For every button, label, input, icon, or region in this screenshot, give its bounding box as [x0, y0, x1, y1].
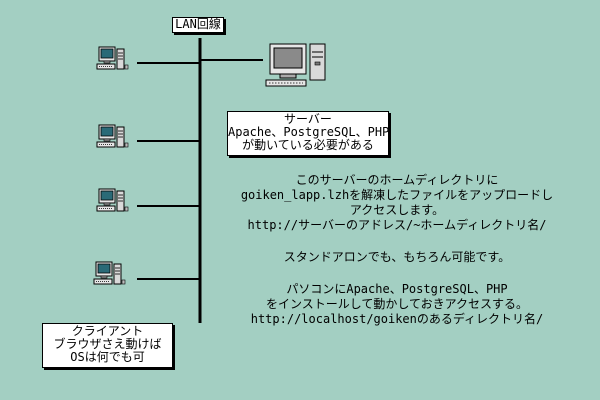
- client-box: クライアント ブラウザさえ動けば OSは何でも可: [42, 323, 173, 368]
- standalone-note: スタンドアロンでも、もちろん可能です。: [283, 250, 511, 264]
- server-title: サーバー: [284, 112, 332, 126]
- client-requirement-line: ブラウザさえ動けば: [53, 337, 162, 351]
- server-requirement-line: Apache、PostgreSQL、PHP: [228, 125, 389, 139]
- client-computer-icon: [96, 46, 129, 70]
- server-computer-icon: [265, 43, 326, 87]
- server-requirement-line: が動いている必要がある: [242, 138, 374, 152]
- description-line: アクセスします。: [349, 203, 445, 217]
- server-box: サーバー Apache、PostgreSQL、PHP が動いている必要がある: [227, 111, 389, 156]
- description-line: goiken_lapp.lzhを解凍したファイルをアップロードし: [240, 188, 554, 202]
- description-line: パソコンにApache、PostgreSQL、PHP: [286, 282, 508, 296]
- server-url: http://サーバーのアドレス/~ホームディレクトリ名/: [247, 218, 547, 232]
- client-computer-icon: [96, 124, 129, 148]
- client-computer-icon: [93, 261, 126, 285]
- description-line: このサーバーのホームディレクトリに: [295, 173, 499, 187]
- client-requirement-line: OSは何でも可: [70, 350, 145, 364]
- lan-label: LAN回線: [172, 17, 224, 33]
- localhost-url: http://localhost/goikenのあるディレクトリ名/: [250, 312, 544, 326]
- lan-label-text: LAN回線: [175, 17, 221, 31]
- client-title: クライアント: [71, 324, 144, 338]
- description-text: このサーバーのホームディレクトリに goiken_lapp.lzhを解凍したファ…: [212, 173, 582, 327]
- client-computer-icon: [96, 188, 129, 212]
- description-line: をインストールして動かしておきアクセスする。: [265, 297, 529, 311]
